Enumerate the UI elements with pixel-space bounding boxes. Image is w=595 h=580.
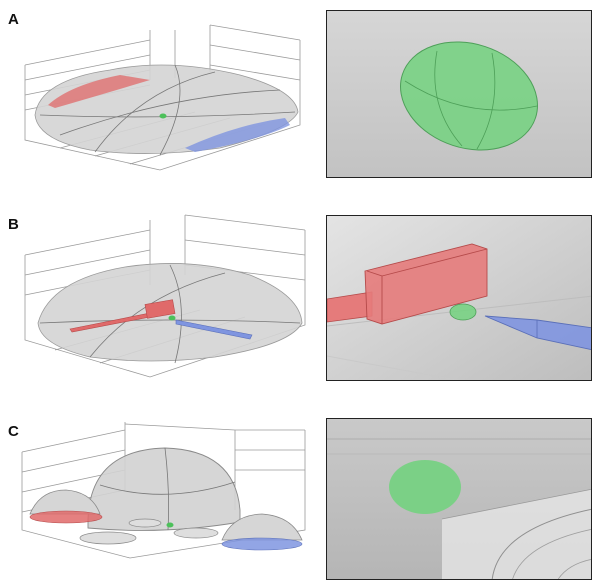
green-ellipsoid bbox=[159, 113, 167, 119]
panel-c-prime bbox=[326, 418, 592, 580]
small-dome-right bbox=[221, 513, 303, 541]
green-ellipsoid-zoomed bbox=[389, 460, 461, 514]
dome-meridians bbox=[39, 64, 296, 156]
panel-c: C bbox=[0, 410, 320, 580]
blue-electrode-zoomed bbox=[484, 315, 591, 351]
red-region bbox=[48, 75, 150, 108]
red-block bbox=[144, 299, 176, 319]
red-disc bbox=[29, 510, 103, 524]
gray-dome bbox=[34, 64, 299, 154]
panel-a-prime-figure bbox=[327, 11, 591, 177]
red-block-zoomed bbox=[364, 243, 488, 325]
panel-b-figure bbox=[24, 214, 306, 378]
gray-dome-large bbox=[87, 447, 241, 531]
panel-a-figure bbox=[24, 24, 301, 171]
panel-label-b: B bbox=[8, 216, 19, 233]
blue-region bbox=[185, 118, 290, 152]
cylinder-edge bbox=[491, 508, 591, 579]
panel-label-c: C bbox=[8, 423, 19, 440]
cylinders bbox=[79, 518, 219, 545]
panel-b: B bbox=[0, 205, 320, 385]
green-ellipsoid bbox=[168, 315, 176, 321]
panel-c-prime-figure bbox=[327, 419, 591, 579]
panel-c-figure bbox=[21, 422, 306, 559]
panel-b-prime-figure bbox=[327, 216, 591, 380]
panel-a: A bbox=[0, 0, 320, 185]
green-ellipsoid bbox=[166, 522, 174, 528]
panel-b-prime bbox=[326, 215, 592, 381]
green-ellipsoid-zoomed bbox=[449, 303, 477, 321]
panel-a-prime bbox=[326, 10, 592, 178]
blue-disc bbox=[221, 537, 303, 551]
panel-label-a: A bbox=[8, 11, 19, 28]
small-dome-left bbox=[29, 489, 101, 515]
blue-electrode bbox=[175, 319, 253, 340]
